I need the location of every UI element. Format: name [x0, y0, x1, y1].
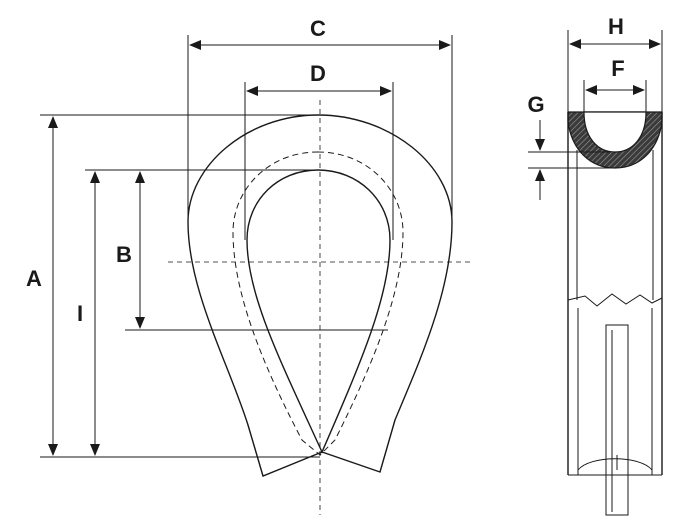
thimble-right-end: [379, 419, 396, 473]
label-d: D: [310, 61, 326, 86]
label-c: C: [310, 16, 326, 41]
thimble-outer-contour: [187, 114, 453, 477]
thimble-inner-eye: [246, 169, 391, 454]
label-f: F: [611, 56, 624, 81]
dimension-labels: C D A I B H F G: [26, 14, 625, 326]
thimble-left-end: [247, 424, 264, 477]
side-bottom-curve: [568, 458, 662, 476]
label-a: A: [26, 266, 42, 291]
label-g: G: [527, 92, 544, 117]
side-groove-hollow: [583, 111, 647, 153]
label-h: H: [608, 14, 624, 39]
dimension-lines-side: [528, 30, 663, 200]
side-break-line: [567, 293, 663, 307]
label-i: I: [77, 301, 83, 326]
label-b: B: [116, 242, 132, 267]
thimble-side-view: [567, 111, 663, 516]
side-wire-rope: [605, 324, 629, 516]
thimble-front-view: [168, 100, 470, 515]
dimension-lines-front: [40, 35, 453, 458]
